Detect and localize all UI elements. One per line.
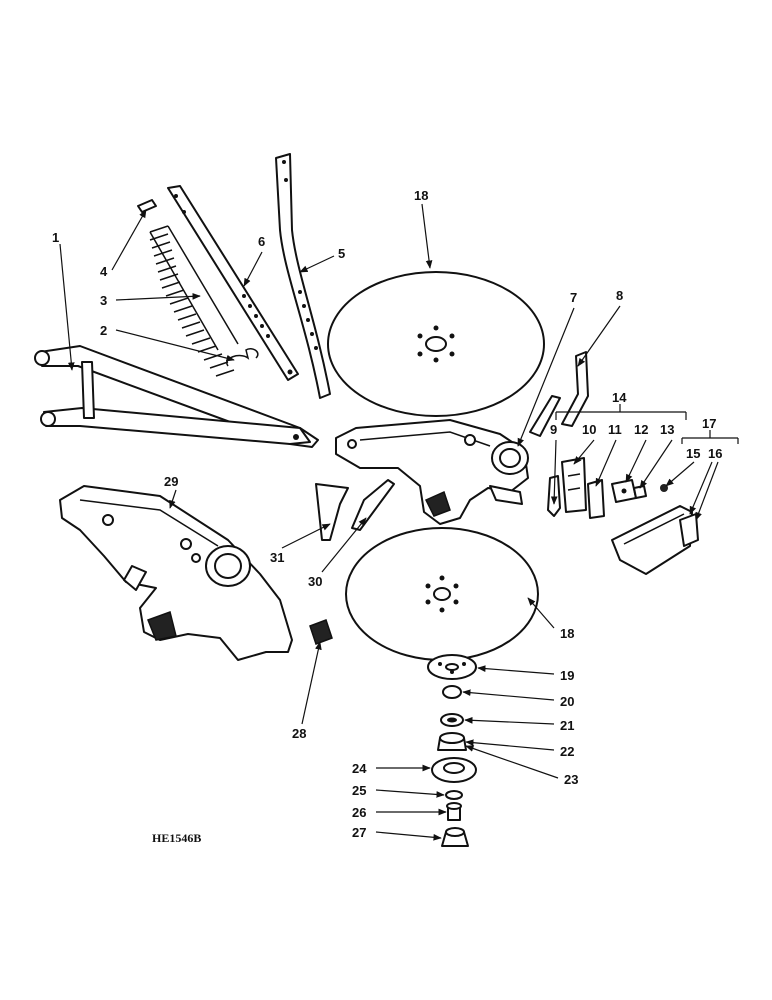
- lower-opener-housing: [59, 485, 293, 661]
- callout-13: 13: [660, 422, 674, 437]
- callout-27: 27: [352, 825, 366, 840]
- callout-2: 2: [100, 323, 107, 338]
- leader-lines: [59, 203, 739, 841]
- curved-bar: [275, 153, 331, 399]
- callout-10: 10: [582, 422, 596, 437]
- scraper-arm: [561, 351, 589, 427]
- callout-9: 9: [550, 422, 557, 437]
- callout-26: 26: [352, 805, 366, 820]
- callout-25: 25: [352, 783, 366, 798]
- callout-12: 12: [634, 422, 648, 437]
- upper-disc-blade: [327, 271, 545, 417]
- drawing-code: HE1546B: [152, 831, 201, 845]
- callout-20: 20: [560, 694, 574, 709]
- callout-labels: 1 2 3 4 5 6 7 8 9 10 11 12 13 14 15 16 1…: [52, 188, 722, 845]
- callout-30: 30: [308, 574, 322, 589]
- callout-31: 31: [270, 550, 284, 565]
- callout-1: 1: [52, 230, 59, 245]
- callout-18-upper: 18: [414, 188, 428, 203]
- callout-15: 15: [686, 446, 700, 461]
- callout-19: 19: [560, 668, 574, 683]
- callout-11: 11: [608, 422, 622, 437]
- bracket-parts-9-13: [547, 457, 647, 519]
- drawbar-frame: [34, 345, 319, 448]
- coil-spring: [149, 225, 239, 377]
- callout-22: 22: [560, 744, 574, 759]
- scraper-blade: [529, 395, 561, 437]
- bearing-stack: [427, 654, 477, 847]
- callout-17: 17: [702, 416, 716, 431]
- callout-3: 3: [100, 293, 107, 308]
- callout-21: 21: [560, 718, 574, 733]
- callout-4: 4: [100, 264, 108, 279]
- callout-8: 8: [616, 288, 623, 303]
- callout-6: 6: [258, 234, 265, 249]
- upper-opener-housing: [335, 419, 529, 525]
- small-pin: [137, 199, 157, 213]
- blade-scraper: [315, 483, 349, 541]
- callout-29: 29: [164, 474, 178, 489]
- spring-rod: [167, 185, 299, 381]
- shield-parts-15-16: [611, 484, 699, 575]
- lower-scraper: [351, 479, 395, 531]
- callout-14: 14: [612, 390, 627, 405]
- callout-5: 5: [338, 246, 345, 261]
- callout-28: 28: [292, 726, 306, 741]
- callout-18-lower: 18: [560, 626, 574, 641]
- spring-hook: [226, 347, 259, 367]
- callout-7: 7: [570, 290, 577, 305]
- lower-disc-blade: [345, 527, 539, 661]
- small-block: [309, 619, 333, 645]
- callout-24: 24: [352, 761, 367, 776]
- callout-16: 16: [708, 446, 722, 461]
- callout-23: 23: [564, 772, 578, 787]
